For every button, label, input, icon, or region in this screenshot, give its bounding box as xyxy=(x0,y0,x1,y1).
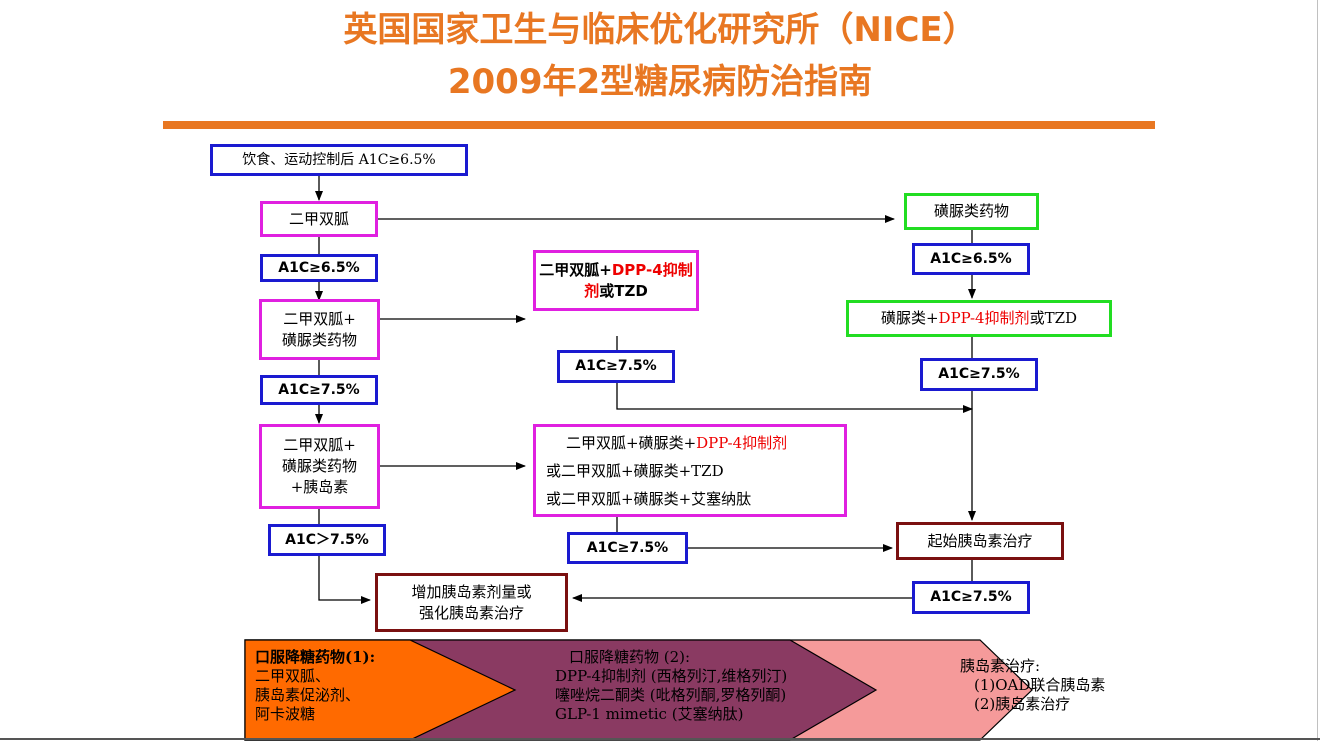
increase-insulin-line2: 强化胰岛素治疗 xyxy=(418,603,524,622)
band-oral2-line2: DPP-4抑制剂 (西格列汀,维格列汀) xyxy=(555,667,788,685)
title-line-2: 2009年2型糖尿病防治指南 xyxy=(447,62,873,102)
metformin-box: 二甲双胍 xyxy=(260,201,378,237)
metformin-su-line1: 二甲双胍+ xyxy=(283,309,356,328)
band-oral2-line4: GLP-1 mimetic (艾塞纳肽) xyxy=(555,705,744,723)
a1c-box-r3: A1C≥7.5% xyxy=(912,581,1030,614)
a1c-label-m3: A1C＞7.5% xyxy=(285,531,369,548)
su-dpp4-suffix: 或TZD xyxy=(1029,309,1078,327)
sulfonylurea-box: 磺脲类药物 xyxy=(904,193,1039,230)
band-insulin-line2: (1)OAD联合胰岛素 xyxy=(974,676,1106,694)
a1c-box-c1: A1C≥7.5% xyxy=(557,350,675,383)
a1c-label-r2: A1C≥7.5% xyxy=(938,366,1020,382)
band-oral2-line1: 口服降糖药物 (2): xyxy=(569,648,691,666)
metformin-su-insulin-line1: 二甲双胍+ xyxy=(283,436,356,454)
slide-edge-bottom xyxy=(0,738,1320,740)
su-dpp4-text: 磺脲类+DPP-4抑制剂或TZD xyxy=(881,308,1077,329)
title-line-1: 英国国家卫生与临床优化研究所（NICE） xyxy=(343,10,977,50)
a1c-box-r1: A1C≥6.5% xyxy=(912,243,1030,275)
a1c-label-m1: A1C≥6.5% xyxy=(278,259,360,276)
metformin-su-insulin-line3: +胰岛素 xyxy=(290,478,349,496)
a1c-box-m2: A1C≥7.5% xyxy=(260,375,378,405)
increase-insulin-line1: 增加胰岛素剂量或 xyxy=(411,582,532,601)
a1c-label-r3: A1C≥7.5% xyxy=(930,589,1012,605)
metformin-dpp4-suffix: 或TZD xyxy=(599,281,648,300)
metformin-su-insulin-line2: 磺脲类药物 xyxy=(281,457,357,475)
title-divider xyxy=(163,121,1155,129)
metformin-dpp4-highlight: DPP-4抑制剂 xyxy=(584,260,693,300)
a1c-box-r2: A1C≥7.5% xyxy=(920,358,1038,391)
metformin-su-box: 二甲双胍+ 磺脲类药物 xyxy=(259,299,380,360)
slide-edge-right xyxy=(1317,0,1318,741)
a1c-label-c1: A1C≥7.5% xyxy=(575,358,657,374)
band-oral1-line4: 阿卡波糖 xyxy=(255,705,316,723)
metformin-su-insulin-box: 二甲双胍+ 磺脲类药物 +胰岛素 xyxy=(259,424,380,509)
triple-option-1-prefix: 二甲双胍+磺脲类+ xyxy=(566,433,697,452)
band-oral1-segment xyxy=(244,639,517,741)
metformin-label: 二甲双胍 xyxy=(288,209,349,228)
band-oral1-line3: 胰岛素促泌剂、 xyxy=(255,686,361,704)
a1c-label-m2: A1C≥7.5% xyxy=(278,381,360,398)
band-oral1-line2: 二甲双胍、 xyxy=(255,667,331,685)
su-dpp4-prefix: 磺脲类+ xyxy=(880,309,939,327)
triple-therapy-box: 二甲双胍+磺脲类+DPP-4抑制剂 或二甲双胍+磺脲类+TZD 或二甲双胍+磺脲… xyxy=(533,424,847,517)
a1c-label-c2: A1C≥7.5% xyxy=(586,539,669,556)
metformin-su-line2: 磺脲类药物 xyxy=(281,330,357,349)
triple-option-1: 二甲双胍+磺脲类+DPP-4抑制剂 xyxy=(546,429,787,457)
start-insulin-box: 起始胰岛素治疗 xyxy=(896,522,1064,560)
triple-option-2: 或二甲双胍+磺脲类+TZD xyxy=(546,461,724,480)
sulfonylurea-label: 磺脲类药物 xyxy=(933,202,1009,220)
band-oral1-text: 口服降糖药物(1): 二甲双胍、 胰岛素促泌剂、 阿卡波糖 xyxy=(255,648,375,724)
a1c-box-m3: A1C＞7.5% xyxy=(268,524,386,556)
a1c-box-m1: A1C≥6.5% xyxy=(260,254,378,282)
triple-option-1-highlight: DPP-4抑制剂 xyxy=(696,433,788,452)
su-dpp4-box: 磺脲类+DPP-4抑制剂或TZD xyxy=(846,300,1112,337)
start-box: 饮食、运动控制后 A1C≥6.5% xyxy=(210,144,468,176)
band-insulin-line1: 胰岛素治疗: xyxy=(960,657,1041,675)
metformin-dpp4-text: 二甲双胍+DPP-4抑制剂或TZD xyxy=(536,260,696,302)
band-oral2-line3: 噻唑烷二酮类 (吡格列酮,罗格列酮) xyxy=(555,686,787,704)
band-oral2-text: 口服降糖药物 (2): DPP-4抑制剂 (西格列汀,维格列汀) 噻唑烷二酮类 … xyxy=(555,648,787,724)
increase-insulin-box: 增加胰岛素剂量或 强化胰岛素治疗 xyxy=(375,573,568,632)
su-dpp4-highlight: DPP-4抑制剂 xyxy=(938,309,1030,327)
band-insulin-line3: (2)胰岛素治疗 xyxy=(974,695,1071,713)
band-oral1-line1: 口服降糖药物(1): xyxy=(255,648,376,666)
band-insulin-text: 胰岛素治疗: (1)OAD联合胰岛素 (2)胰岛素治疗 xyxy=(960,657,1105,714)
start-insulin-label: 起始胰岛素治疗 xyxy=(927,531,1033,550)
metformin-dpp4-prefix: 二甲双胍+ xyxy=(539,260,612,279)
a1c-box-c2: A1C≥7.5% xyxy=(567,532,688,564)
start-label: 饮食、运动控制后 A1C≥6.5% xyxy=(242,151,436,168)
metformin-dpp4-box: 二甲双胍+DPP-4抑制剂或TZD xyxy=(533,250,699,311)
triple-option-3: 或二甲双胍+磺脲类+艾塞纳肽 xyxy=(546,489,752,508)
a1c-label-r1: A1C≥6.5% xyxy=(930,250,1012,267)
